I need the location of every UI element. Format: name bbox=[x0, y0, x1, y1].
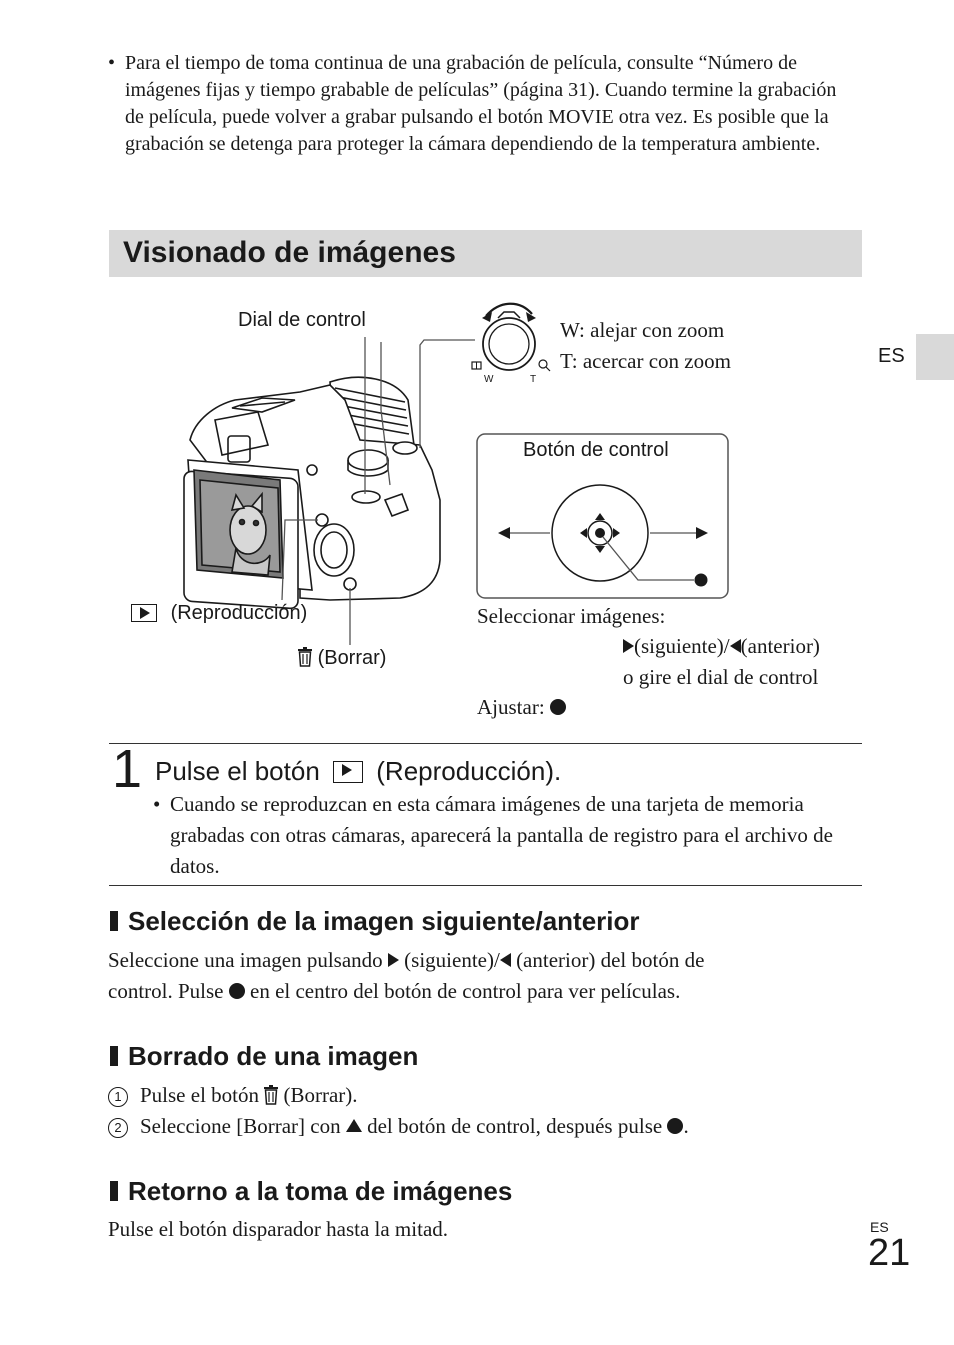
center-dot-icon bbox=[228, 983, 245, 999]
language-tab bbox=[916, 334, 954, 380]
select-images-label: Seleccionar imágenes: bbox=[477, 604, 666, 628]
subhead-return-title: Retorno a la toma de imágenes bbox=[128, 1176, 513, 1206]
prev-text: (anterior) bbox=[740, 634, 820, 658]
center-dot-icon bbox=[667, 1118, 684, 1134]
delete-step-2: 2 Seleccione [Borrar] con del botón de co… bbox=[108, 1111, 868, 1142]
next-text: (siguiente)/ bbox=[634, 634, 730, 658]
select-text-2: (siguiente)/ bbox=[404, 948, 500, 972]
subhead-select-title: Selección de la imagen siguiente/anterio… bbox=[128, 906, 640, 936]
or-dial-label: o gire el dial de control bbox=[623, 665, 819, 689]
step-title-after: (Reproducción). bbox=[376, 756, 562, 786]
control-button-label: Botón de control bbox=[523, 439, 669, 461]
delete-step-2-text-a: Seleccione [Borrar] con bbox=[140, 1114, 341, 1138]
select-text-4: control. Pulse bbox=[108, 979, 224, 1003]
delete-step-2-text-c: . bbox=[683, 1114, 689, 1138]
subhead-marker bbox=[110, 1181, 118, 1201]
control-dial-label: Dial de control bbox=[238, 309, 366, 331]
circled-number: 1 bbox=[108, 1087, 128, 1107]
select-text-1: Seleccione una imagen pulsando bbox=[108, 948, 383, 972]
delete-step-1-text-a: Pulse el botón bbox=[140, 1083, 259, 1107]
section-header: Visionado de imágenes bbox=[109, 230, 862, 277]
zoom-lever-w: W bbox=[484, 374, 494, 385]
step-note-text: Cuando se reproduzcan en esta cámara imá… bbox=[170, 792, 833, 878]
subhead-marker bbox=[110, 1046, 118, 1066]
left-arrow-icon bbox=[729, 639, 741, 653]
footer-lang: ES bbox=[870, 1219, 889, 1235]
playback-label-text: (Reproducción) bbox=[170, 602, 308, 624]
circled-number: 2 bbox=[108, 1118, 128, 1138]
delete-label: (Borrar) bbox=[298, 647, 386, 670]
rule-bottom bbox=[109, 885, 862, 886]
up-arrow-icon bbox=[345, 1119, 362, 1132]
zoom-w-label: W: alejar con zoom bbox=[560, 318, 725, 342]
delete-step-1: 1 Pulse el botón (Borrar). bbox=[108, 1080, 868, 1111]
set-text: Ajustar: bbox=[477, 695, 545, 719]
delete-step-2-text-b: del botón de control, después pulse bbox=[367, 1114, 663, 1138]
return-text: Pulse el botón disparador hasta la mitad… bbox=[108, 1217, 449, 1241]
step-note: • Cuando se reproduzcan en esta cámara i… bbox=[153, 789, 853, 882]
next-prev-label: (siguiente)/ (anterior) bbox=[623, 634, 820, 659]
subhead-marker bbox=[110, 911, 118, 931]
subhead-delete-title: Borrado de una imagen bbox=[128, 1041, 419, 1071]
select-text-3: (anterior) del botón de bbox=[516, 948, 705, 972]
step-number: 1 bbox=[112, 739, 143, 799]
intro-note: • Para el tiempo de toma continua de una… bbox=[108, 50, 860, 158]
playback-icon bbox=[333, 761, 364, 783]
leader-lines bbox=[281, 337, 475, 645]
section-title: Visionado de imágenes bbox=[123, 236, 456, 269]
zoom-t-label: T: acercar con zoom bbox=[560, 349, 731, 373]
delete-steps: 1 Pulse el botón (Borrar). 2 Seleccione [B… bbox=[108, 1080, 868, 1142]
right-arrow-icon bbox=[387, 953, 399, 967]
rule-top bbox=[109, 743, 862, 744]
zoom-lever-illustration: W T bbox=[471, 302, 551, 385]
bullet: • bbox=[108, 52, 116, 74]
delete-step-1-text-b: (Borrar). bbox=[283, 1083, 358, 1107]
subhead-return: Retorno a la toma de imágenes bbox=[110, 1176, 512, 1207]
playback-icon bbox=[131, 604, 157, 622]
right-arrow-icon bbox=[623, 639, 634, 653]
trash-icon bbox=[298, 647, 312, 667]
set-label: Ajustar: bbox=[477, 695, 566, 720]
intro-text: Para el tiempo de toma continua de una g… bbox=[125, 52, 837, 155]
center-dot-icon bbox=[549, 699, 566, 715]
delete-label-text: (Borrar) bbox=[317, 647, 387, 669]
language-tab-label: ES bbox=[878, 345, 905, 367]
trash-icon bbox=[264, 1083, 279, 1105]
left-arrow-icon bbox=[499, 953, 511, 967]
subhead-select: Selección de la imagen siguiente/anterio… bbox=[110, 906, 640, 937]
playback-label: (Reproducción) bbox=[131, 602, 307, 625]
bullet: • bbox=[153, 792, 161, 816]
subhead-delete: Borrado de una imagen bbox=[110, 1041, 418, 1072]
select-text-5: en el centro del botón de control para v… bbox=[250, 979, 681, 1003]
zoom-lever-t: T bbox=[530, 374, 536, 385]
select-paragraph: Seleccione una imagen pulsando (siguient… bbox=[108, 945, 868, 1007]
page-number: 21 bbox=[868, 1232, 911, 1274]
camera-illustration bbox=[183, 376, 441, 610]
step-title-before: Pulse el botón bbox=[155, 756, 320, 786]
step-title: Pulse el botón (Reproducción). bbox=[155, 756, 561, 787]
camera-diagram: W T bbox=[183, 302, 729, 645]
control-button-illustration bbox=[476, 433, 729, 599]
